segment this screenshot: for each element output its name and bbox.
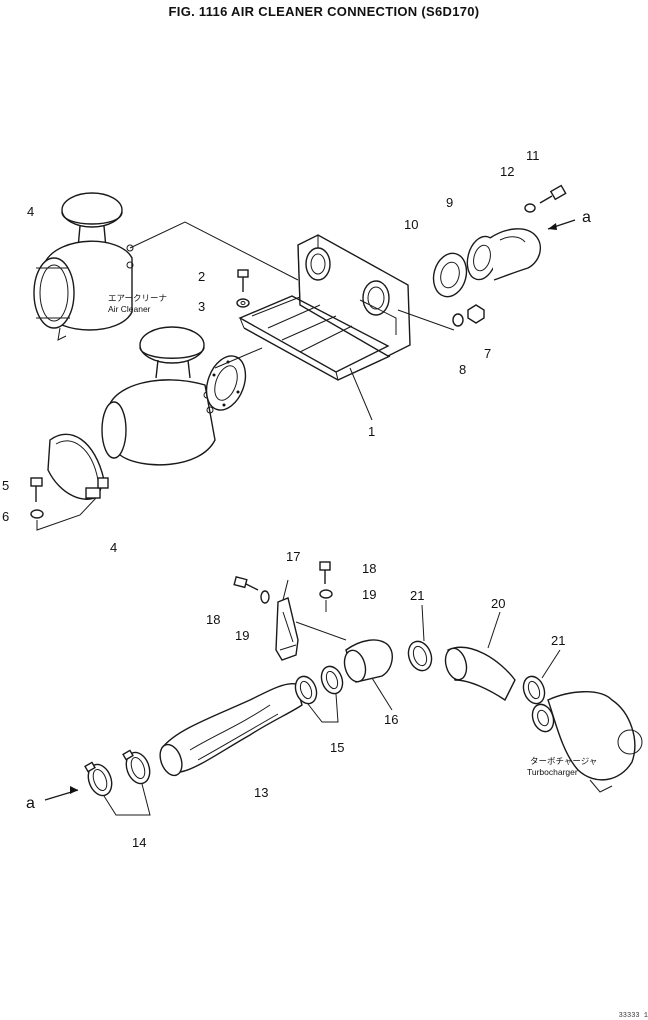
callout-18-left: 18 — [206, 612, 220, 627]
callout-9: 9 — [446, 195, 453, 210]
leader-frame-to-nut — [397, 309, 455, 331]
clamp-band — [47, 433, 109, 500]
callout-17: 17 — [286, 549, 300, 564]
callout-1: 1 — [368, 424, 375, 439]
callout-11: 11 — [526, 148, 540, 163]
callout-7: 7 — [484, 346, 491, 361]
elbow-9 — [466, 228, 542, 281]
gasket-10 — [432, 252, 468, 298]
washer-8 — [452, 313, 464, 327]
callout-6: 6 — [2, 509, 9, 524]
callout-20: 20 — [491, 596, 505, 611]
leader-gasket-to-frame — [214, 347, 263, 369]
callout-18-right: 18 — [362, 561, 376, 576]
callout-5: 5 — [2, 478, 9, 493]
washer-12 — [524, 203, 536, 213]
callout-4-lower: 4 — [110, 540, 117, 555]
clamp-21-left — [407, 604, 433, 672]
air-cleaner-upper — [33, 192, 134, 341]
washer-19-right — [319, 589, 333, 599]
hose-13 — [159, 683, 303, 777]
callout-21-right: 21 — [551, 633, 565, 648]
callout-12: 12 — [500, 164, 514, 179]
label-air-cleaner-jp: エアークリーナ — [108, 293, 167, 303]
callout-a-upper: a — [582, 209, 591, 226]
bolt-18-right — [319, 561, 331, 584]
leader-5-6 — [36, 497, 97, 531]
washer-3 — [236, 298, 250, 308]
bracket-frame — [238, 234, 411, 381]
callouts: 1 2 3 4 4 5 6 7 8 9 10 11 12 13 14 15 16… — [2, 148, 591, 850]
washer-19-left — [260, 590, 270, 604]
leader-part-1 — [349, 367, 373, 421]
label-turbocharger-en: Turbocharger — [527, 767, 578, 777]
turbocharger — [531, 691, 643, 793]
hose-20 — [444, 611, 516, 702]
air-cleaner-lower — [101, 326, 216, 466]
nut-7 — [467, 304, 485, 324]
callout-21-left: 21 — [410, 588, 424, 603]
bolt-5 — [30, 477, 43, 502]
callout-19-right: 19 — [362, 587, 376, 602]
callout-3: 3 — [198, 299, 205, 314]
label-turbocharger-jp: ターボチャージャ — [530, 756, 597, 766]
figure-title: FIG. 1116 AIR CLEANER CONNECTION (S6D170… — [168, 4, 480, 19]
clamp-21-right — [522, 649, 561, 705]
bolt-11 — [539, 184, 567, 204]
callout-2: 2 — [198, 269, 205, 284]
footer-code: 33333 1 — [618, 1012, 648, 1020]
callout-15: 15 — [330, 740, 344, 755]
bolt-2 — [237, 269, 249, 292]
callout-10: 10 — [404, 217, 418, 232]
washer-6 — [30, 509, 44, 519]
callout-a-lower: a — [26, 795, 35, 812]
callout-4-upper: 4 — [27, 204, 34, 219]
label-air-cleaner-en: Air Cleaner — [108, 304, 151, 314]
bracket-17 — [275, 579, 347, 661]
clamps-14 — [84, 749, 151, 816]
bolt-18-left — [233, 575, 259, 591]
callout-13: 13 — [254, 785, 268, 800]
callout-8: 8 — [459, 362, 466, 377]
leader-cleaner-to-frame — [129, 221, 299, 281]
gasket-left — [205, 355, 247, 411]
clamps-15 — [294, 665, 344, 723]
callout-14: 14 — [132, 835, 146, 850]
elbow-16 — [343, 639, 393, 711]
callout-19-left: 19 — [235, 628, 249, 643]
callout-16: 16 — [384, 712, 398, 727]
